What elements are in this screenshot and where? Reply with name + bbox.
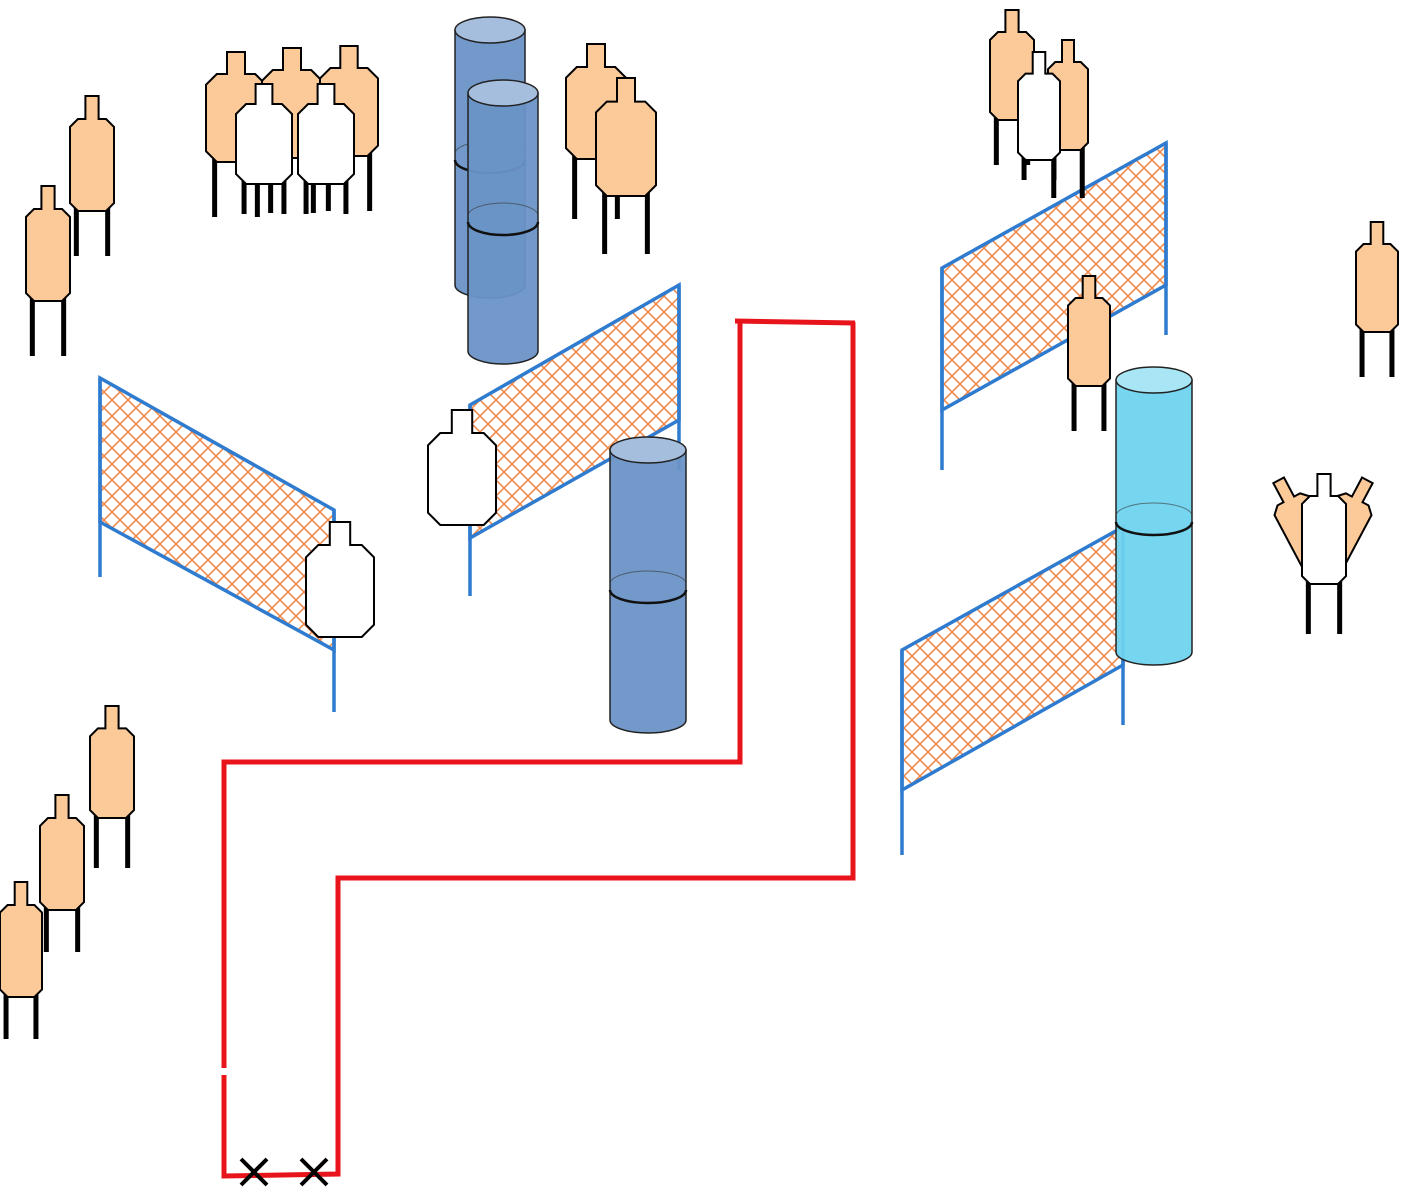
barrel-icon [608,436,688,734]
shooting-area-boundary [221,318,856,1179]
shoot-target-icon [25,185,71,356]
no-shoot-target-icon [297,83,355,214]
mesh-fence-icon [900,524,1125,855]
mesh-fence-icon [98,375,336,712]
no-shoot-target-icon [427,409,497,526]
no-shoot-target-icon [305,521,375,638]
no-shoot-target-icon [1017,51,1061,180]
shoot-target-icon [595,77,657,254]
no-shoot-target-icon [235,83,293,214]
no-shoot-target-icon [1301,473,1347,634]
mesh-fence-icon [940,140,1168,470]
shoot-target-icon [69,95,115,256]
boundary-line-right-lower [221,578,856,1179]
shoot-target-icon [0,881,43,1039]
targets-layer [0,9,1399,1039]
boundary-line-top [734,318,856,326]
shoot-target-icon [89,705,135,868]
start-positions-layer [239,1157,329,1187]
x-mark-icon [239,1157,269,1187]
boundary-line-left [221,322,743,1068]
shoot-target-icon [1067,275,1111,431]
barrel-icon [1114,366,1194,666]
fences-layer [98,140,1168,855]
barrels-layer [453,16,1194,734]
x-mark-icon [299,1157,329,1187]
barrel-icon [466,79,540,365]
shoot-target-icon [39,794,85,952]
shoot-target-icon [1355,221,1399,377]
